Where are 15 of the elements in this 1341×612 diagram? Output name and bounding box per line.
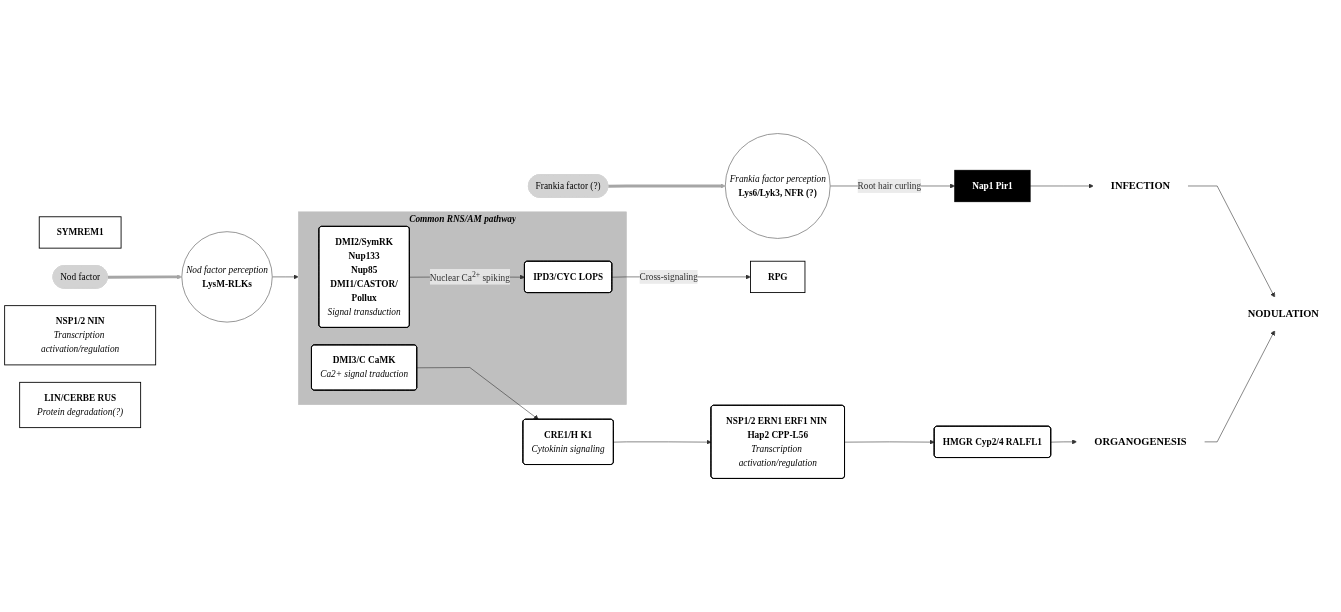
arrow [608,183,726,189]
node-text: NODULATION [1247,307,1319,320]
node-circle: Frankia factor perception Lys6/Lyk3, NFR (?) [724,133,831,239]
node-circle: Nod factor perception LysM-RLKs [181,231,273,323]
node-text: ORGANOGENESIS [1094,435,1187,448]
arrow [107,274,183,280]
node-box: Nap1 Pir1 [954,169,1031,203]
edge-label: Nuclear Ca$^{2+}$ spiking [429,270,510,283]
node-text: INFECTION [1110,179,1171,192]
node-box: RPG [750,260,806,293]
node-box: SYMREM1 [38,216,122,249]
edge-label: Root hair curling [857,180,922,191]
node-box: LIN/CERBE RUS Protein degradation(?) [19,381,142,429]
edge-label: Cross-signaling [639,271,698,282]
node-box: NSP1/2 NIN Transcription activation/regulation [4,305,157,366]
